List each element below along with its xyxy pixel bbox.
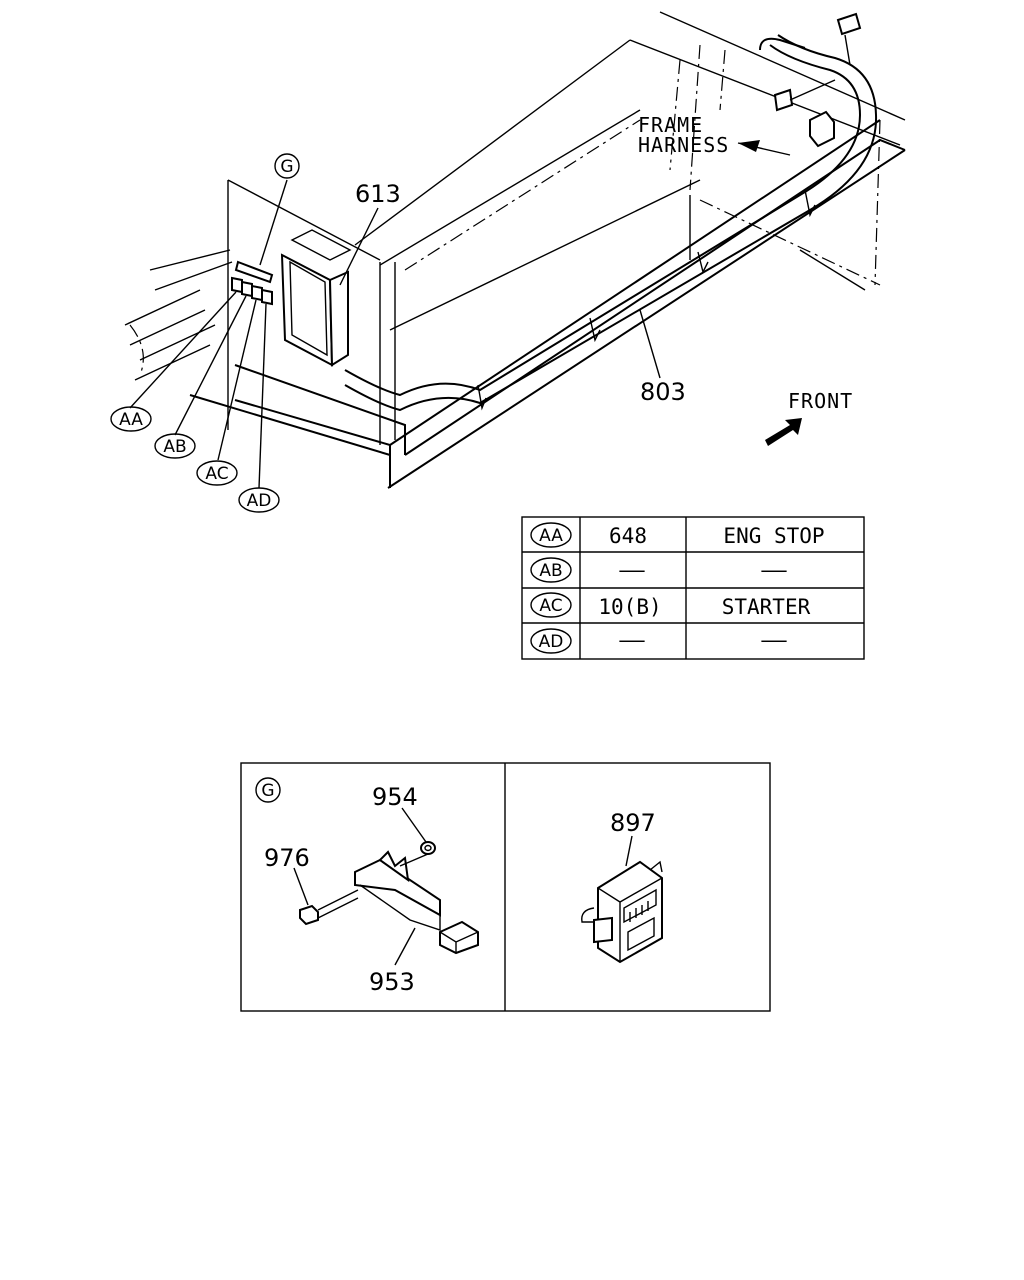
part-976-label: 976 <box>264 844 310 872</box>
table-row-name: STARTER <box>722 595 811 619</box>
callout-AA-label: AA <box>119 410 143 430</box>
table-row-name: —— <box>761 628 787 652</box>
frame-harness-label-1: FRAME <box>638 113 703 137</box>
callout-AD: AD <box>238 487 280 513</box>
table-row-num: 10(B) <box>598 595 661 619</box>
callout-AA: AA <box>110 406 152 432</box>
part-897-label: 897 <box>610 809 656 837</box>
callout-AB-label: AB <box>163 437 186 457</box>
table-row: AD —— —— <box>530 628 787 654</box>
callout-AB: AB <box>154 433 196 459</box>
part-803-label: 803 <box>640 378 686 406</box>
table-row-ref: AD <box>539 632 564 652</box>
table-row-ref: AA <box>539 526 563 546</box>
frame-harness-label-2: HARNESS <box>638 133 729 157</box>
part-953-label: 953 <box>369 968 415 996</box>
callout-G-label: G <box>280 157 293 177</box>
part-613-label: 613 <box>355 180 401 208</box>
leader-lines <box>129 179 661 489</box>
detail-ref-G: G <box>255 777 281 803</box>
bracket-953-drawing <box>299 841 479 955</box>
table-row-num: —— <box>619 628 645 652</box>
part-954-label: 954 <box>372 783 418 811</box>
frame-harness-arrow-icon <box>738 140 760 152</box>
table-row-name: ENG STOP <box>723 524 824 548</box>
detail-ref-G-label: G <box>261 781 274 801</box>
table-row-num: 648 <box>609 524 647 548</box>
table-row-ref: AC <box>539 596 562 616</box>
callout-AC-label: AC <box>205 464 228 484</box>
table-row: AB —— —— <box>530 557 787 583</box>
callout-AC: AC <box>196 460 238 486</box>
detail-g-panel: G 954 976 953 <box>240 762 771 1012</box>
frame-assembly <box>124 11 906 489</box>
relay-897-drawing <box>581 860 663 964</box>
table-row-ref: AB <box>539 561 562 581</box>
callout-AD-label: AD <box>247 491 272 511</box>
callout-G: G <box>274 153 300 179</box>
table-row: AA 648 ENG STOP <box>530 522 825 548</box>
front-arrow-icon <box>765 418 802 446</box>
front-label: FRONT <box>788 389 853 413</box>
connector-table: AA 648 ENG STOP AB —— —— AC 10(B) STARTE… <box>521 516 865 660</box>
table-row: AC 10(B) STARTER <box>530 592 811 619</box>
table-row-num: —— <box>619 558 645 582</box>
table-row-name: —— <box>761 558 787 582</box>
